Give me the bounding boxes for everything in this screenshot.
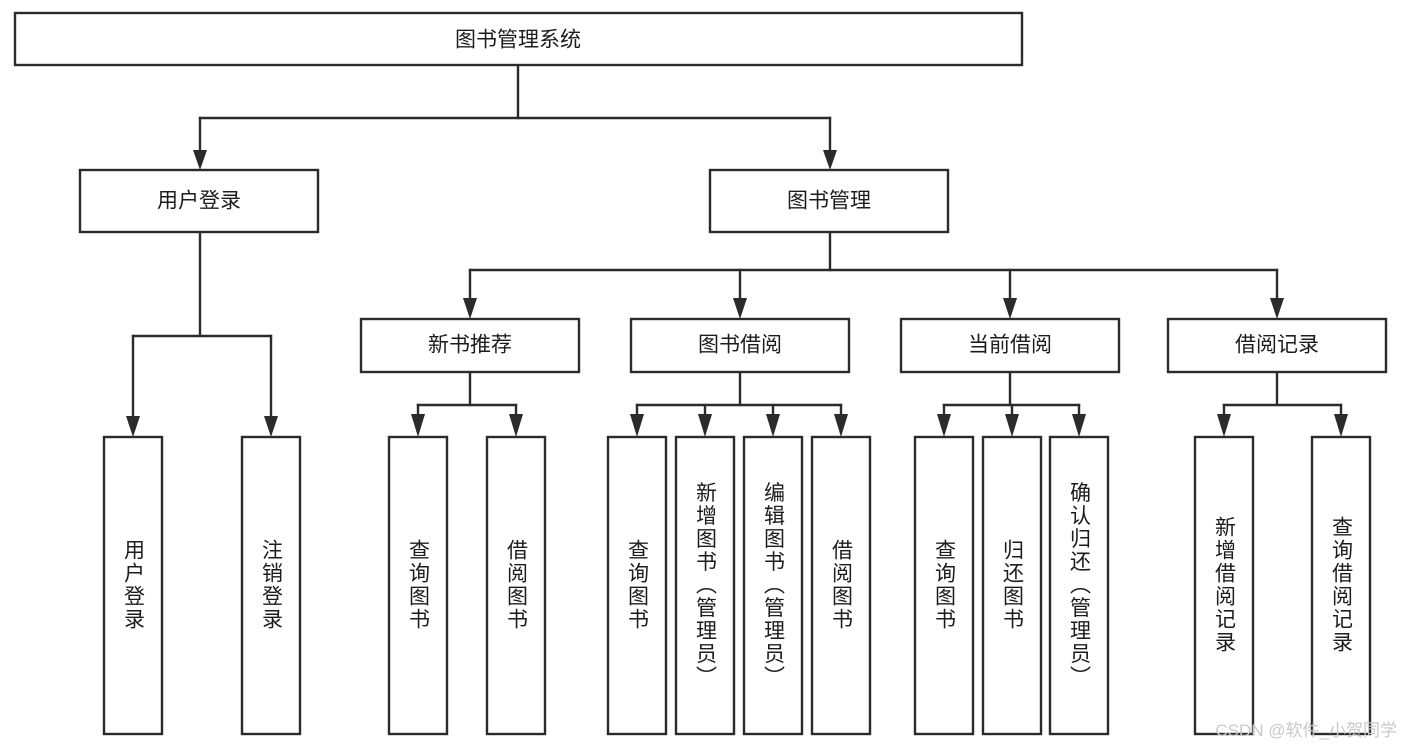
leaf-query-book-1-label: 查询图书	[407, 539, 431, 631]
arrow-head-leaf-edit-book	[766, 414, 780, 437]
node-user-login-label: 用户登录	[157, 190, 241, 213]
node-new-book-recommend-label: 新书推荐	[428, 334, 512, 357]
leaf-user-login-box[interactable]	[102, 435, 164, 736]
node-current-borrow-box[interactable]	[899, 317, 1121, 374]
leaf-edit-book-box[interactable]	[742, 435, 804, 736]
connector-group-borrow-record	[1217, 370, 1348, 437]
leaf-query-book-2-box[interactable]	[606, 435, 668, 736]
csdn-watermark: CSDN @软件_小贺同学	[1215, 721, 1397, 740]
arrow-head-leaf-query-book-3	[937, 414, 951, 437]
leaf-confirm-return-box[interactable]	[1048, 435, 1110, 736]
arrow-head-leaf-query-book-1	[411, 414, 425, 437]
connector-group-current-borrow	[937, 370, 1086, 437]
leaf-user-login[interactable]: 用户登录	[102, 435, 164, 736]
leaf-query-record-box[interactable]	[1310, 435, 1372, 736]
leaf-user-logout-label: 注销登录	[260, 539, 284, 631]
leaf-confirm-return-label: 确认归还（管理员）	[1068, 482, 1092, 689]
node-book-manage[interactable]: 图书管理	[708, 168, 950, 234]
leaf-query-book-2[interactable]: 查询图书	[606, 435, 668, 736]
arrow-head-leaf-borrow-book-1	[509, 414, 523, 437]
node-borrow-record[interactable]: 借阅记录	[1166, 317, 1388, 374]
node-new-book-recommend-box[interactable]	[359, 317, 581, 374]
arrow-head-leaf-confirm-return	[1072, 414, 1086, 437]
leaf-borrow-book-1-box[interactable]	[485, 435, 547, 736]
arrow-head-leaf-query-book-2	[630, 414, 644, 437]
node-root[interactable]: 图书管理系统	[13, 11, 1024, 67]
arrow-head-borrow-record	[1270, 298, 1284, 319]
node-current-borrow[interactable]: 当前借阅	[899, 317, 1121, 374]
leaf-borrow-book-2-box[interactable]	[810, 435, 872, 736]
arrow-head-leaf-add-book	[698, 414, 712, 437]
connector-group-book-manage	[463, 230, 1284, 319]
arrow-head-leaf-user-logout	[264, 416, 278, 437]
leaf-user-logout[interactable]: 注销登录	[240, 435, 302, 736]
leaf-user-login-label: 用户登录	[122, 539, 146, 631]
arrow-head-leaf-user-login	[126, 416, 140, 437]
node-book-manage-box[interactable]	[708, 168, 950, 234]
connector-group-new-book-recommend	[411, 370, 523, 437]
leaf-add-record[interactable]: 新增借阅记录	[1193, 435, 1255, 736]
leaf-add-book[interactable]: 新增图书（管理员）	[674, 435, 736, 736]
node-borrow-record-box[interactable]	[1166, 317, 1388, 374]
leaf-query-record[interactable]: 查询借阅记录	[1310, 435, 1372, 736]
leaf-query-record-label: 查询借阅记录	[1330, 516, 1354, 654]
leaf-query-book-2-label: 查询图书	[626, 539, 650, 631]
connector-group-user-login	[126, 230, 278, 437]
leaf-borrow-book-2-label: 借阅图书	[830, 539, 854, 631]
node-root-box[interactable]	[13, 11, 1024, 67]
leaf-return-book-label: 归还图书	[1001, 539, 1025, 631]
arrow-head-leaf-return-book	[1005, 414, 1019, 437]
leaf-query-book-3-label: 查询图书	[933, 539, 957, 631]
node-user-login[interactable]: 用户登录	[78, 168, 320, 234]
arrow-head-new-book-recommend	[463, 298, 477, 319]
leaf-user-logout-box[interactable]	[240, 435, 302, 736]
node-user-login-box[interactable]	[78, 168, 320, 234]
leaf-add-book-label: 新增图书（管理员）	[694, 482, 718, 689]
arrow-head-user-login	[193, 150, 207, 170]
leaf-return-book-box[interactable]	[981, 435, 1043, 736]
leaf-borrow-book-1-label: 借阅图书	[505, 539, 529, 631]
leaf-query-book-1[interactable]: 查询图书	[387, 435, 449, 736]
node-book-borrow[interactable]: 图书借阅	[629, 317, 851, 374]
arrow-head-leaf-add-record	[1217, 414, 1231, 437]
arrow-head-book-borrow	[733, 298, 747, 319]
leaf-confirm-return[interactable]: 确认归还（管理员）	[1048, 435, 1110, 736]
arrow-head-leaf-query-record	[1334, 414, 1348, 437]
node-book-borrow-label: 图书借阅	[698, 334, 782, 357]
node-borrow-record-label: 借阅记录	[1235, 334, 1319, 357]
leaf-borrow-book-2[interactable]: 借阅图书	[810, 435, 872, 736]
arrow-head-book-manage	[823, 150, 837, 170]
leaf-query-book-3[interactable]: 查询图书	[913, 435, 975, 736]
leaf-add-record-label: 新增借阅记录	[1213, 516, 1237, 654]
leaf-edit-book[interactable]: 编辑图书（管理员）	[742, 435, 804, 736]
connector-group-root	[193, 63, 837, 170]
leaf-borrow-book-1[interactable]: 借阅图书	[485, 435, 547, 736]
node-book-manage-label: 图书管理	[787, 190, 871, 213]
connector-group-book-borrow	[630, 370, 848, 437]
arrow-head-leaf-borrow-book-2	[834, 414, 848, 437]
leaf-return-book[interactable]: 归还图书	[981, 435, 1043, 736]
leaf-add-record-box[interactable]	[1193, 435, 1255, 736]
leaf-query-book-3-box[interactable]	[913, 435, 975, 736]
node-book-borrow-box[interactable]	[629, 317, 851, 374]
arrow-head-current-borrow	[1003, 298, 1017, 319]
leaf-add-book-box[interactable]	[674, 435, 736, 736]
node-root-label: 图书管理系统	[455, 29, 581, 52]
node-new-book-recommend[interactable]: 新书推荐	[359, 317, 581, 374]
node-current-borrow-label: 当前借阅	[968, 334, 1052, 357]
leaf-edit-book-label: 编辑图书（管理员）	[762, 482, 786, 689]
leaf-query-book-1-box[interactable]	[387, 435, 449, 736]
